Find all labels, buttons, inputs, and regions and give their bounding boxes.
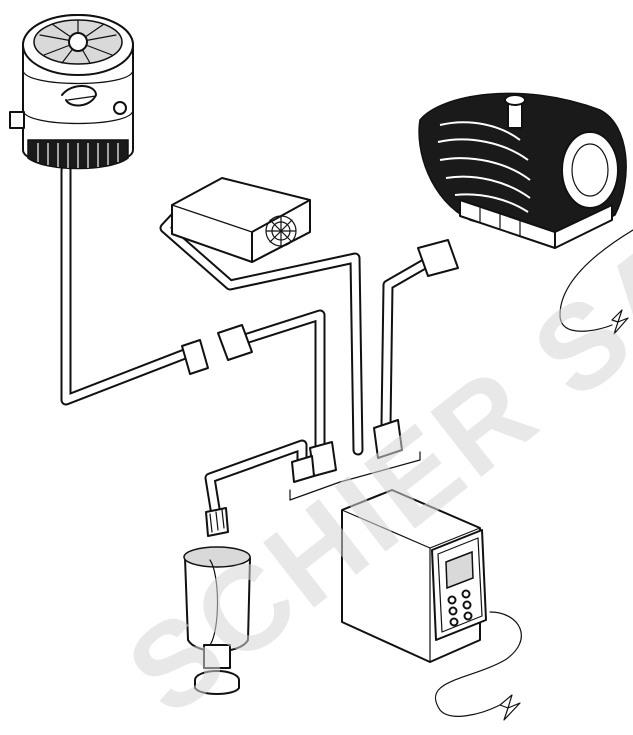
connector-scroll-pump xyxy=(417,239,459,277)
power-cord-scroll-pump xyxy=(559,229,633,332)
connector-mating xyxy=(217,324,253,361)
connector-terminal xyxy=(291,455,315,483)
power-cord-controller xyxy=(434,611,522,717)
turbo-pump-icon xyxy=(9,14,134,170)
controller-input-bracket xyxy=(289,451,421,501)
controller-icon xyxy=(341,489,487,663)
connectors xyxy=(181,239,459,537)
scroll-pump-icon xyxy=(418,92,627,249)
power-plug-icon xyxy=(499,309,629,721)
cables xyxy=(60,164,633,717)
connector-turbo xyxy=(181,339,209,375)
fan-cooler-icon xyxy=(171,177,311,263)
gauge-icon xyxy=(183,546,251,695)
controller-keypad[interactable] xyxy=(447,589,473,627)
controller-display[interactable] xyxy=(445,550,474,590)
connector-controller-2 xyxy=(373,419,403,459)
